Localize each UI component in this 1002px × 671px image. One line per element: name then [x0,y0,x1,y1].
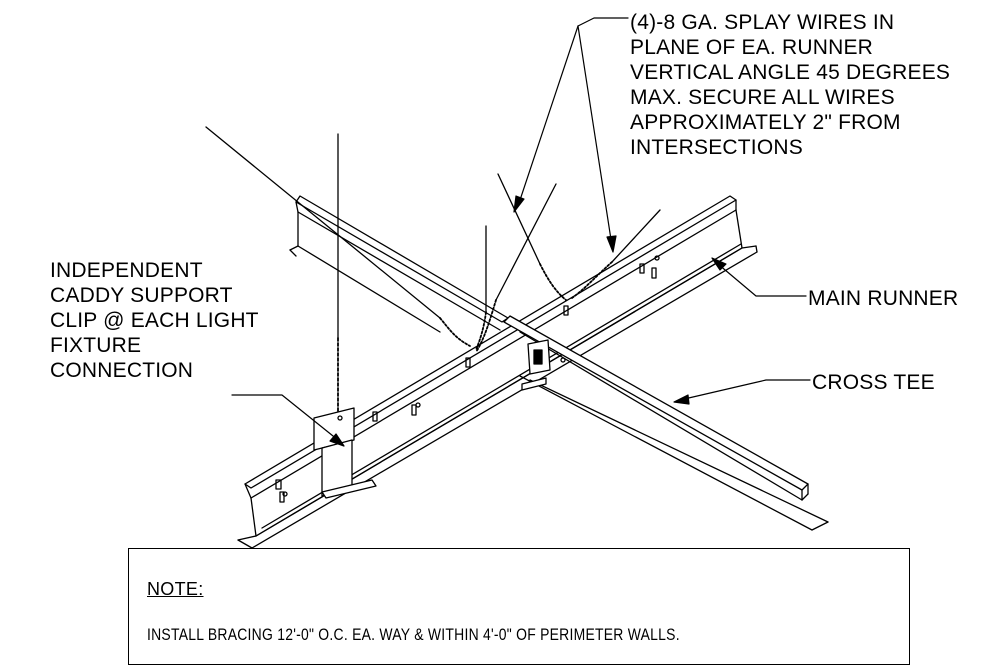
splay-label-line-5: APPROXIMATELY 2" FROM [630,111,901,134]
note-text: INSTALL BRACING 12'-0" O.C. EA. WAY & WI… [147,625,680,644]
splay-label-line-4: MAX. SECURE ALL WIRES [630,86,895,109]
caddy-label-line-4: FIXTURE [50,334,142,357]
splay-wires-label: (4)-8 GA. SPLAY WIRES IN PLANE OF EA. RU… [630,10,1002,160]
caddy-clip-label: INDEPENDENT CADDY SUPPORT CLIP @ EACH LI… [50,258,259,383]
cross-tee-label: CROSS TEE [812,371,935,394]
splay-label-line-1: (4)-8 GA. SPLAY WIRES IN [630,11,895,34]
caddy-label-line-2: CADDY SUPPORT [50,284,233,307]
caddy-label-line-5: CONNECTION [50,359,194,382]
caddy-clip [313,337,377,499]
note-title: NOTE: [147,579,204,599]
main-runner-slots [275,255,660,503]
caddy-label-line-1: INDEPENDENT [50,259,203,282]
leaders [231,17,811,447]
splay-label-line-3: VERTICAL ANGLE 45 DEGREES [630,61,951,84]
splay-label-line-6: INTERSECTIONS [630,136,803,159]
main-runner [237,195,758,549]
main-runner-label: MAIN RUNNER [808,287,959,310]
cross-tee [289,195,829,531]
note-box: NOTE: INSTALL BRACING 12'-0" O.C. EA. WA… [128,548,910,665]
splay-wires [205,126,661,353]
splay-label-line-2: PLANE OF EA. RUNNER [630,36,874,59]
caddy-label-line-3: CLIP @ EACH LIGHT [50,309,259,332]
